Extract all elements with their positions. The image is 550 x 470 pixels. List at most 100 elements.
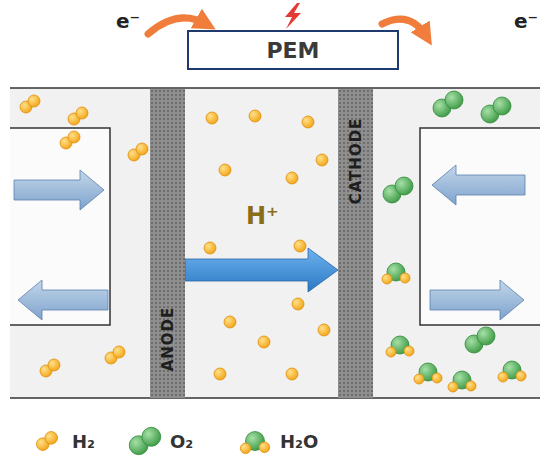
atom <box>224 316 236 328</box>
node-label: PEM <box>266 38 319 63</box>
atom <box>259 442 270 453</box>
legend-icon <box>30 426 64 456</box>
lightning-bolt <box>285 3 301 29</box>
atom <box>258 336 270 348</box>
atom <box>498 372 508 382</box>
atom <box>445 91 463 109</box>
electron-label: e⁻ <box>116 10 140 32</box>
o2-molecule <box>481 97 511 123</box>
atom <box>113 346 125 358</box>
legend-icon <box>238 426 272 456</box>
h2-molecule <box>37 432 58 451</box>
proton <box>204 242 216 254</box>
atom <box>142 427 161 446</box>
atom <box>214 368 226 380</box>
anode-channel-wall <box>10 128 110 325</box>
atom <box>28 95 40 107</box>
atom <box>493 97 511 115</box>
cathode-channel-wall <box>420 128 540 325</box>
atom <box>516 371 526 381</box>
o2-molecule <box>433 91 463 117</box>
h2-molecule <box>105 346 125 364</box>
atom <box>294 240 306 252</box>
atom <box>292 298 304 310</box>
proton-flow-arrow <box>185 248 338 292</box>
h2-molecule <box>20 95 40 113</box>
h2o-molecule <box>240 432 269 454</box>
legend-icon <box>128 426 162 456</box>
o2-molecule <box>129 427 161 454</box>
atom <box>404 346 414 356</box>
atom <box>466 381 476 391</box>
h2o-molecule <box>498 361 526 382</box>
atom <box>219 164 231 176</box>
h2o-molecule <box>386 336 414 357</box>
atom <box>249 110 261 122</box>
atom <box>432 373 442 383</box>
h2o-molecule <box>382 263 410 284</box>
atom <box>286 172 298 184</box>
o2-molecule <box>465 327 495 353</box>
h2o-molecule <box>414 363 442 384</box>
flow-arrow <box>18 280 108 320</box>
atom <box>448 382 458 392</box>
atom <box>477 327 495 345</box>
atom <box>286 368 298 380</box>
proton <box>224 316 236 328</box>
atom <box>136 143 148 155</box>
proton <box>292 298 304 310</box>
legend-label: O₂ <box>170 431 193 452</box>
proton <box>286 368 298 380</box>
proton <box>316 154 328 166</box>
legend-label: H₂O <box>280 431 318 452</box>
atom <box>68 131 80 143</box>
node-label: ANODE <box>159 307 177 372</box>
atom <box>386 347 396 357</box>
flow-arrow <box>432 165 525 205</box>
node-label: CATHODE <box>347 118 365 205</box>
o2-molecule <box>383 177 413 203</box>
h2-molecule <box>68 107 88 125</box>
atom <box>316 154 328 166</box>
molecules <box>20 91 526 392</box>
atom <box>318 324 330 336</box>
atom <box>302 116 314 128</box>
atom <box>395 177 413 195</box>
atom <box>48 359 60 371</box>
legend-label: H₂ <box>72 431 95 452</box>
atom <box>206 112 218 124</box>
proton-label: H⁺ <box>246 203 279 229</box>
flow-arrow <box>14 170 104 210</box>
h2-molecule <box>40 359 60 377</box>
atom <box>76 107 88 119</box>
proton <box>318 324 330 336</box>
atom <box>382 274 392 284</box>
h2-molecule <box>128 143 148 161</box>
legend-item: H₂O <box>238 426 318 456</box>
proton <box>249 110 261 122</box>
cell-band <box>10 88 540 398</box>
proton <box>219 164 231 176</box>
anode-channel <box>10 128 110 325</box>
legend-item: O₂ <box>128 426 193 456</box>
cathode-electrode: CATHODE <box>338 89 373 398</box>
anode-electrode: ANODE <box>150 89 185 398</box>
proton <box>302 116 314 128</box>
atom <box>400 273 410 283</box>
h2o-molecule <box>448 371 476 392</box>
atom <box>204 242 216 254</box>
atom <box>414 374 424 384</box>
legend-item: H₂ <box>30 426 95 456</box>
h2-molecule <box>60 131 80 149</box>
proton <box>214 368 226 380</box>
electron-label: e⁻ <box>514 10 538 32</box>
flow-arrow <box>430 280 524 320</box>
atom <box>240 443 251 454</box>
atom <box>45 432 58 445</box>
proton <box>286 172 298 184</box>
proton <box>206 112 218 124</box>
band-top-line <box>10 87 540 89</box>
